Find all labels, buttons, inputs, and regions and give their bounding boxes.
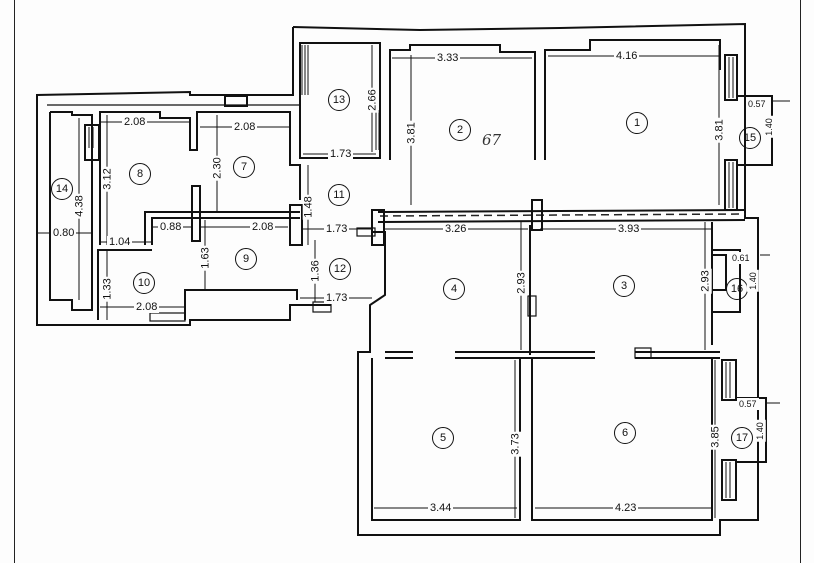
room-number-4: 4 [443, 278, 465, 300]
dimension-label: 1.40 [762, 116, 775, 138]
dimension-label: 4.16 [614, 50, 640, 62]
room-number-15: 15 [739, 127, 761, 149]
dimension-label: 3.73 [509, 431, 522, 457]
dimension-label: 2.66 [366, 87, 379, 113]
dimension-label: 3.93 [616, 223, 642, 235]
dimension-label: 3.26 [443, 223, 469, 235]
room-number-12: 12 [329, 258, 351, 280]
room-number-6: 6 [614, 422, 636, 444]
dimension-label: 2.08 [134, 301, 160, 313]
room-number-16: 16 [726, 278, 748, 300]
rooms-3-4-walls [385, 222, 741, 359]
dimension-label: 1.73 [324, 223, 350, 235]
corridor-line [377, 199, 746, 231]
dimension-label: 0.57 [746, 98, 768, 110]
room-number-3: 3 [613, 275, 635, 297]
dimension-label: 1.36 [309, 258, 322, 284]
sheet-right-edge [800, 0, 801, 563]
sheet-left-edge [14, 0, 15, 563]
dimension-label: 0.88 [158, 221, 184, 233]
room-number-14: 14 [51, 178, 73, 200]
room-number-5: 5 [432, 427, 454, 449]
dimension-label: 2.30 [211, 155, 224, 181]
room-number-13: 13 [328, 89, 350, 111]
room-number-11: 11 [328, 184, 350, 206]
outer-walls [36, 22, 759, 536]
room-number-7: 7 [233, 156, 255, 178]
dimension-label: 2.93 [699, 268, 712, 294]
dimension-label: 2.08 [250, 221, 276, 233]
left-wing-walls [49, 95, 385, 322]
dimension-label: 3.81 [405, 120, 418, 146]
dimension-label: 1.48 [302, 194, 315, 220]
dimension-label: 1.33 [101, 276, 114, 302]
room-number-8: 8 [129, 163, 151, 185]
room-number-2: 2 [449, 119, 471, 141]
dimension-label: 3.12 [101, 166, 114, 192]
dimension-label: 3.81 [713, 117, 726, 143]
dimension-label: 4.38 [73, 193, 86, 219]
dimension-label: 2.08 [122, 116, 148, 128]
handwritten-note: 67 [482, 131, 502, 149]
dimension-label: 3.44 [428, 502, 454, 514]
dimension-label: 1.40 [753, 420, 766, 442]
dimension-label: 1.40 [746, 270, 759, 292]
dimension-label: 1.04 [107, 236, 133, 248]
room-number-17: 17 [731, 427, 753, 449]
dimension-label: 2.08 [232, 121, 258, 133]
dimension-label: 4.23 [613, 502, 639, 514]
dimension-label: 0.57 [737, 398, 759, 410]
dimension-label: 1.73 [324, 292, 350, 304]
dimension-label: 0.80 [51, 227, 77, 239]
dimension-label: 2.93 [515, 270, 528, 296]
dimension-label: 3.33 [435, 52, 461, 64]
dimension-label: 3.85 [709, 424, 722, 450]
dimension-label: 0.61 [730, 252, 752, 264]
dimension-label: 1.73 [328, 148, 354, 160]
room-number-1: 1 [626, 112, 648, 134]
room-number-10: 10 [133, 272, 155, 294]
dimension-label: 1.63 [199, 245, 212, 271]
room-number-9: 9 [235, 248, 257, 270]
